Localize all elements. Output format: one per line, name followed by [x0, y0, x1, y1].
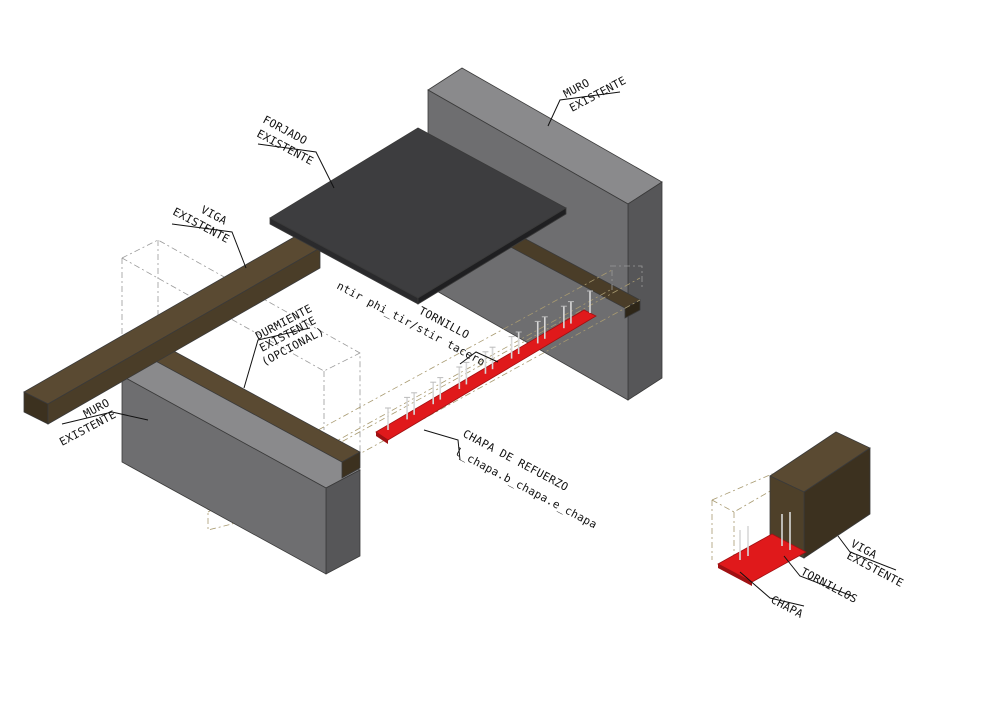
reinforcement-plate: [375, 309, 597, 444]
label-detail-chapa: CHAPA: [769, 593, 806, 621]
leader-lines: [61, 91, 897, 607]
label-detail-tornillos: TORNILLOS: [799, 565, 860, 606]
left-wall: [121, 357, 361, 575]
bolts-main: [385, 290, 593, 430]
detail-view: [711, 431, 871, 586]
slab: [269, 127, 567, 305]
main-beam: [23, 235, 321, 425]
